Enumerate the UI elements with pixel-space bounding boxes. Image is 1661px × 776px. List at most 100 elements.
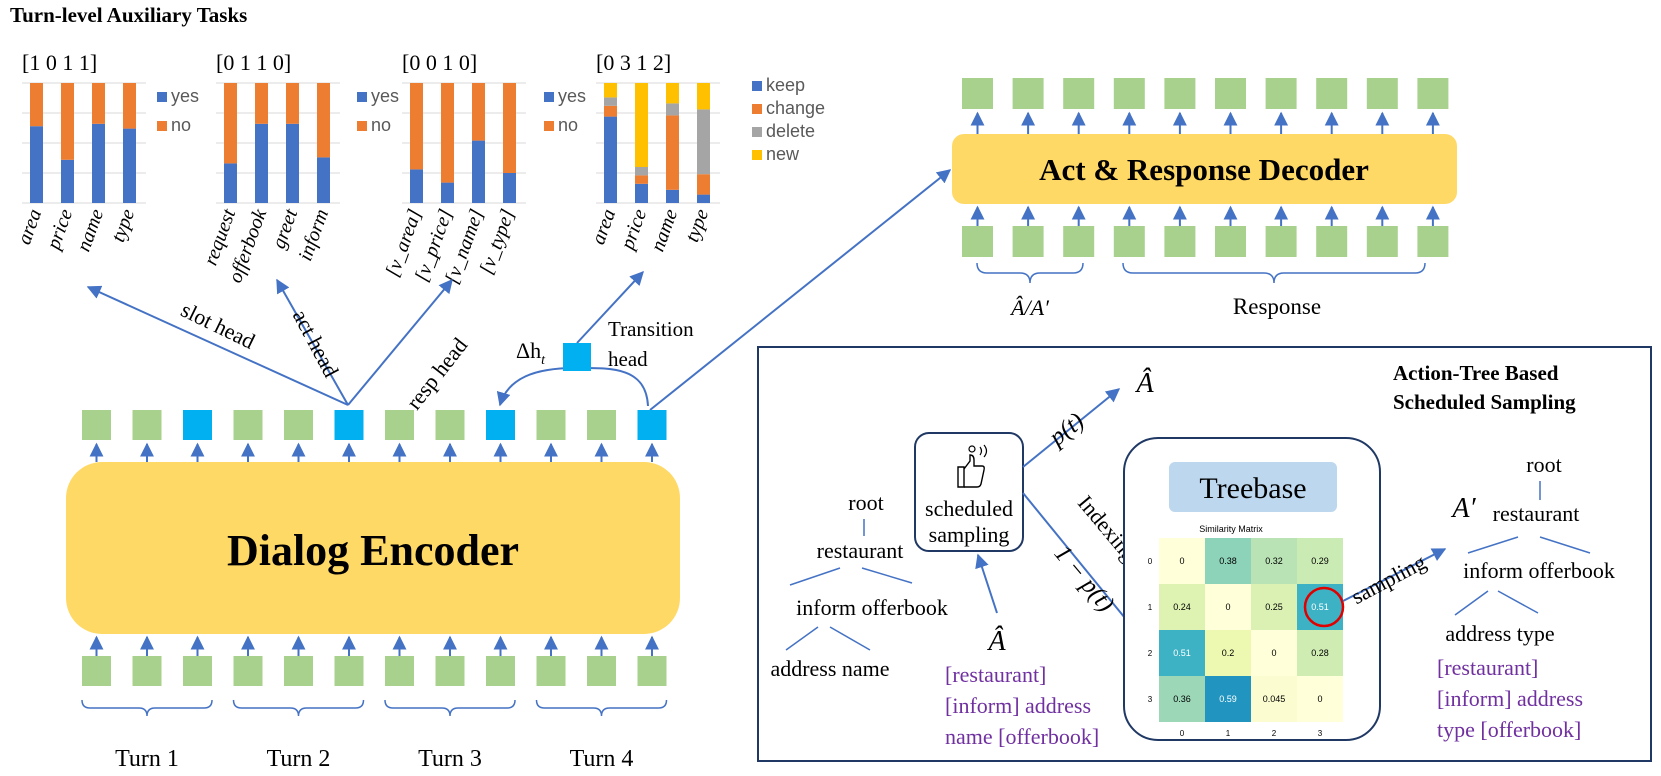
matrix-title: Similarity Matrix — [1199, 524, 1263, 534]
legend-label: no — [371, 115, 391, 135]
indexing-arrow — [1022, 492, 1139, 636]
heatmap-cell-value: 0.24 — [1173, 602, 1191, 612]
legend-label: delete — [766, 121, 815, 141]
left-tree-edge — [789, 567, 841, 586]
bar-segment-delete — [604, 97, 617, 106]
right-seq-3: type [offerbook] — [1437, 717, 1581, 742]
bar-yes — [441, 182, 454, 203]
delta-h-label: Δht — [516, 338, 546, 368]
category-label: type — [107, 206, 139, 245]
bar-no — [286, 83, 299, 124]
thumbs-up-icon — [957, 444, 988, 488]
encoder-output-token — [587, 410, 616, 440]
heatmap-cell-value: 0 — [1317, 694, 1322, 704]
heatmap-col-tick: 0 — [1180, 729, 1185, 738]
decoder-input-arrow — [649, 169, 952, 411]
bar-segment-change — [635, 175, 648, 184]
bar-no — [410, 83, 423, 170]
act-label-vector: [0 1 1 0] — [216, 50, 291, 75]
legend-swatch — [157, 121, 167, 131]
heatmap-cell — [1251, 676, 1297, 722]
legend-label: yes — [171, 86, 199, 106]
heatmap-cell — [1159, 676, 1205, 722]
decoder-input-token — [962, 226, 993, 257]
turn-label: Turn 3 — [418, 746, 482, 772]
heatmap-cell — [1205, 584, 1251, 630]
right-tree-restaurant: restaurant — [1493, 501, 1580, 526]
encoder-output-token — [82, 410, 111, 440]
heatmap-cell — [1251, 584, 1297, 630]
decoder-output-token — [1265, 78, 1297, 109]
bar-segment-keep — [697, 194, 710, 203]
decoder-output-token — [1417, 78, 1449, 109]
encoder-output-token — [233, 410, 263, 440]
right-action-tree: A′ root restaurant inform offerbook addr… — [1445, 452, 1615, 646]
heatmap-col-tick: 3 — [1318, 729, 1323, 738]
bar-no — [30, 83, 43, 127]
bar-no — [317, 83, 330, 158]
right-seq-2: [inform] address — [1437, 686, 1583, 711]
act-brace — [976, 262, 1084, 284]
decoder-input-token — [1316, 226, 1348, 257]
a-hat-input-arrow — [975, 553, 998, 614]
heatmap-cell-value: 0.51 — [1173, 648, 1191, 658]
act-brace-label: Â/A′ — [1009, 295, 1050, 320]
transition-head-arrow — [576, 270, 644, 344]
act-chart: [0 1 1 0]requestofferbookgreetinformyesn… — [200, 50, 399, 286]
sampling-panel — [757, 346, 1652, 762]
left-tree-mid: inform offerbook — [796, 595, 948, 620]
left-tree-edge — [785, 626, 819, 651]
encoder-input-token — [233, 656, 263, 686]
heatmap-cell — [1159, 584, 1205, 630]
right-tree-edge — [1539, 536, 1591, 554]
decoder-input-token — [1215, 226, 1246, 257]
right-tree-edge — [1454, 590, 1489, 616]
slot-head-arrow — [86, 285, 349, 406]
dialog-encoder-label: Dialog Encoder — [227, 526, 519, 575]
bar-segment-new — [697, 83, 710, 110]
left-action-tree: root restaurant inform offerbook address… — [770, 490, 947, 681]
a-hat-input-label: Â — [986, 626, 1006, 657]
heatmap-cell-value: 0.36 — [1173, 694, 1191, 704]
delta-curve-arrow — [496, 366, 649, 407]
encoder-input-token — [435, 656, 465, 686]
heatmap-cell — [1205, 676, 1251, 722]
bar-no — [255, 83, 268, 124]
left-tree-restaurant: restaurant — [817, 538, 904, 563]
legend-label: change — [766, 98, 825, 118]
encoder-input-token — [284, 656, 313, 686]
bar-yes — [92, 123, 105, 203]
heatmap-row-tick: 1 — [1148, 603, 1153, 612]
bar-yes — [503, 173, 516, 203]
bar-no — [123, 83, 136, 129]
encoder-input-token — [334, 656, 364, 686]
turn-label: Turn 4 — [570, 746, 634, 772]
sampling-panel-title-1: Action-Tree Based — [1393, 361, 1559, 385]
heatmap-cell — [1251, 538, 1297, 584]
bar-segment-new — [635, 83, 648, 167]
bar-yes — [30, 126, 43, 203]
encoder-output-token — [334, 410, 364, 440]
slot-label-vector: [1 0 1 1] — [22, 50, 97, 75]
selected-cell-highlight — [1303, 586, 1345, 628]
decoder-output-token — [1316, 78, 1348, 109]
encoder-output-token — [183, 410, 212, 440]
decoder-input-token — [1366, 226, 1398, 257]
response-label: Response — [1233, 294, 1321, 319]
legend-label: new — [766, 144, 800, 164]
encoder-output-token — [536, 410, 566, 440]
resp-head-label: resp head — [401, 333, 472, 414]
bar-segment-new — [666, 83, 679, 104]
right-tree-root: root — [1526, 452, 1561, 477]
left-tree-root: root — [848, 490, 883, 515]
category-label: greet — [268, 206, 303, 252]
resp-chart: [0 0 1 0][v_area][v_price][v_name][v_typ… — [381, 50, 586, 287]
encoder-input-token — [486, 656, 515, 686]
legend-label: no — [171, 115, 191, 135]
heatmap-cell-value: 0.29 — [1311, 556, 1329, 566]
heatmap-cell-value: 0.2 — [1222, 648, 1235, 658]
decoder-input-token — [1417, 226, 1449, 257]
heatmap-cell-value: 0 — [1271, 648, 1276, 658]
heatmap-cell — [1159, 538, 1205, 584]
